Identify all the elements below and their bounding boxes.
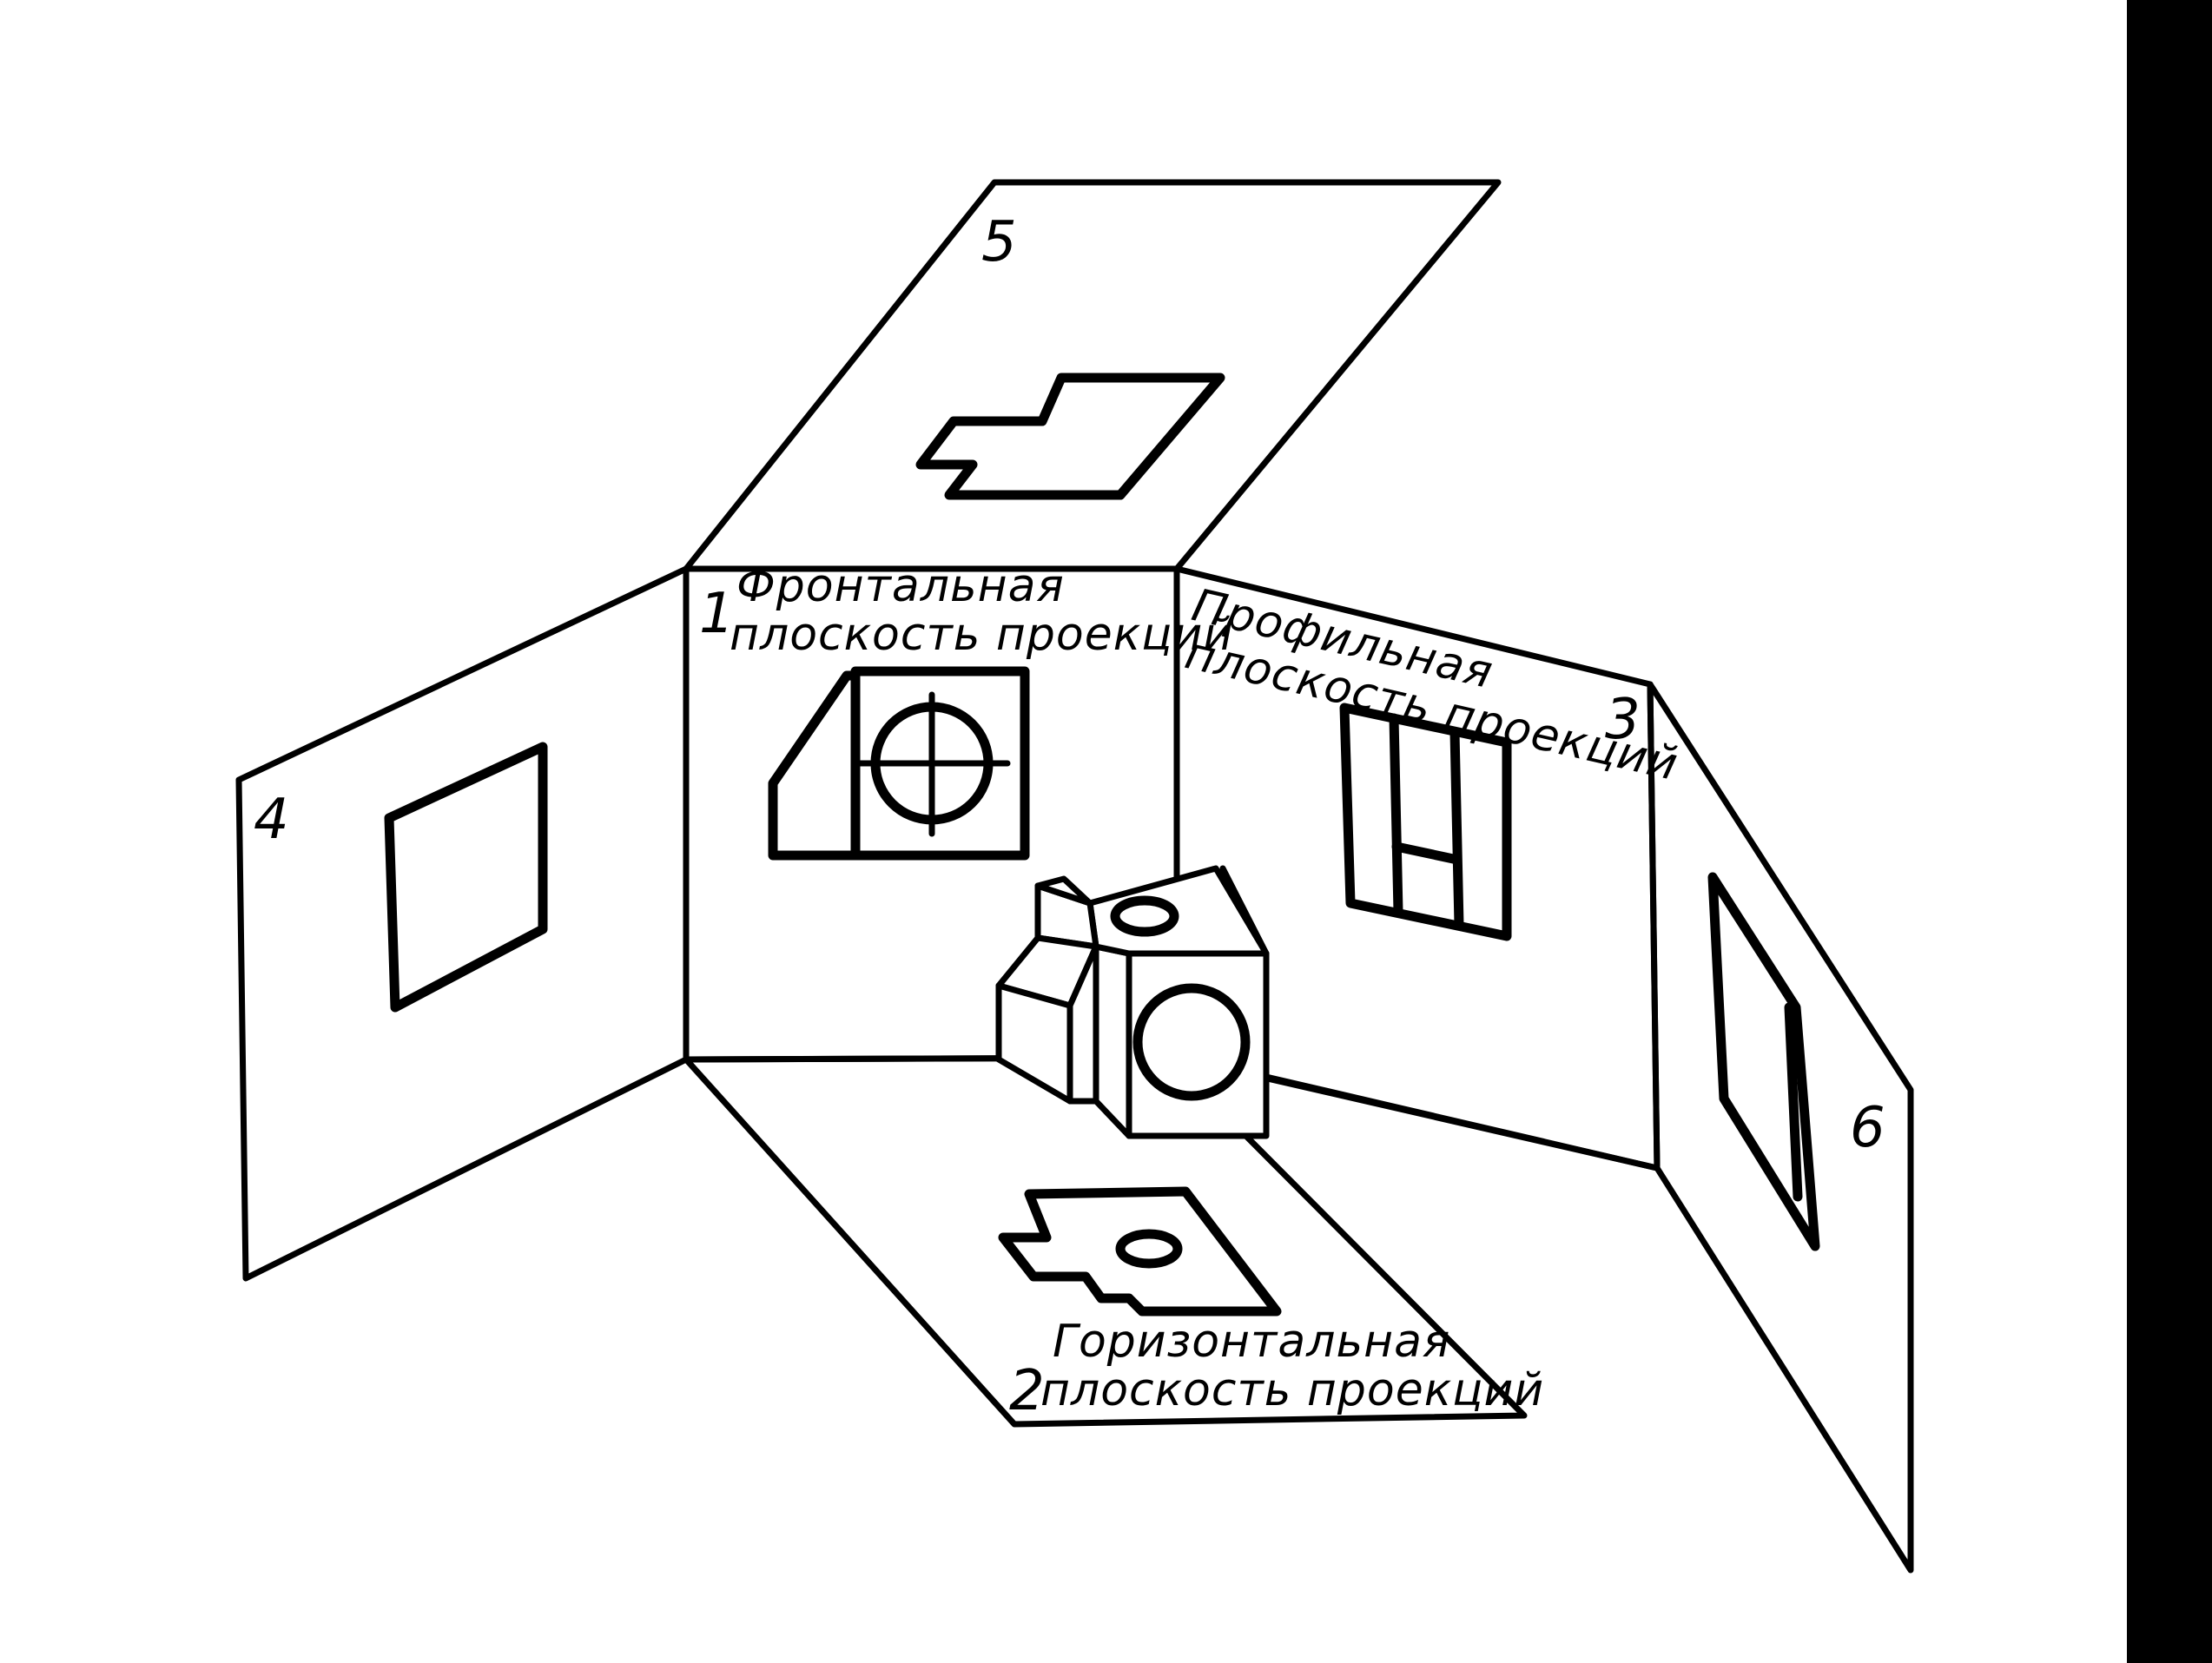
plane-5-number: 5 bbox=[981, 210, 1017, 274]
plane-6-right: 6 bbox=[1647, 681, 1914, 1574]
plane-6-view bbox=[1707, 872, 1820, 1251]
plane-4-number: 4 bbox=[254, 788, 289, 852]
plane-2-horizontal: Горизонтальная 2 плоскость проекций bbox=[683, 1054, 1544, 1428]
plane-6-number: 6 bbox=[1850, 1096, 1885, 1160]
plane-3-view-edge-1 bbox=[1389, 713, 1403, 917]
plane-2-caption-line1: Горизонтальная bbox=[1053, 1316, 1450, 1368]
object-tab-front bbox=[995, 982, 1073, 1105]
scan-border bbox=[2127, 0, 2212, 1663]
plane-5-top-view bbox=[915, 373, 1225, 500]
object-hole-front bbox=[1132, 983, 1251, 1101]
plane-5-top: 5 bbox=[683, 179, 1502, 572]
plane-2-caption-line2: плоскость проекций bbox=[1040, 1364, 1544, 1416]
plane-2-top-view bbox=[998, 1186, 1282, 1317]
plane-3-number: 3 bbox=[1605, 688, 1641, 752]
object-side-face bbox=[1093, 943, 1132, 1139]
plane-6-view-edge bbox=[1784, 1002, 1803, 1202]
plane-1-caption-line2: плоскость проекций bbox=[730, 609, 1233, 661]
object-tab-side bbox=[1066, 943, 1099, 1105]
object-hole-top bbox=[1110, 895, 1179, 937]
plane-2-number: 2 bbox=[1009, 1359, 1045, 1423]
plane-4-left: 4 bbox=[235, 565, 690, 1282]
plane-1-view-chamfer bbox=[768, 670, 861, 861]
plane-4-outline bbox=[235, 565, 690, 1282]
plane-3-view-edge-2 bbox=[1449, 727, 1464, 930]
plane-2-hole-view bbox=[1115, 1229, 1183, 1269]
plane-4-view bbox=[384, 742, 548, 1013]
plane-1-caption-line1: Фронтальная bbox=[736, 560, 1065, 612]
plane-1-frontal: 1 Фронтальная плоскость проекций bbox=[683, 560, 1233, 1063]
profile-plane-floor-edge bbox=[1263, 1073, 1661, 1171]
plane-3-view-edge-3 bbox=[1391, 841, 1463, 865]
plane-1-number: 1 bbox=[699, 582, 735, 646]
object-tab-notch bbox=[1034, 875, 1093, 907]
object-block bbox=[995, 865, 1270, 1139]
